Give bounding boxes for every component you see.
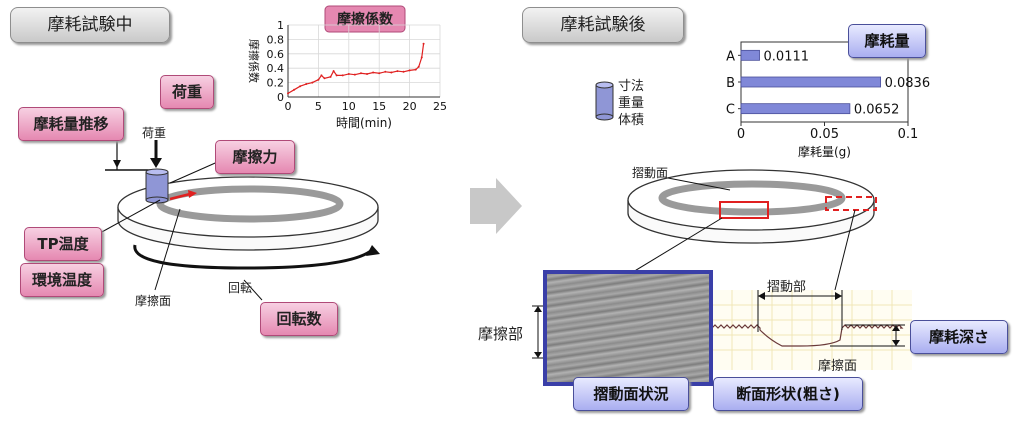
friction-data-point xyxy=(402,70,405,73)
cylinder-icon xyxy=(595,81,614,121)
left-ring-diagram xyxy=(99,140,380,301)
friction-x-axis-label: 時間(min) xyxy=(336,116,392,130)
load-label: 荷重 xyxy=(142,126,167,140)
wear-category-label: C xyxy=(726,103,735,118)
sliding-surface-label: 摺動面 xyxy=(632,166,669,180)
friction-surface-label-right: 摩擦面 xyxy=(818,359,858,374)
load-tag: 荷重 xyxy=(160,75,214,109)
friction-part-label: 摩擦部 xyxy=(478,325,524,343)
rotation-label: 回転 xyxy=(228,281,253,295)
friction-ytick-label: 0 xyxy=(277,91,284,104)
wear-bar xyxy=(740,103,851,115)
friction-ytick-label: 0.2 xyxy=(267,77,285,90)
wear-data-label: 0.0836 xyxy=(885,76,931,91)
wear-bar xyxy=(740,49,760,61)
friction-ytick-label: 1 xyxy=(277,19,284,32)
friction-xtick-label: 25 xyxy=(433,100,447,113)
tp-temp-tag: TP温度 xyxy=(24,227,102,261)
wear-category-label: B xyxy=(726,76,735,91)
legend-weight: 重量 xyxy=(618,96,645,111)
friction-data-point xyxy=(420,56,423,59)
wear-x-axis-label: 摩耗量(g) xyxy=(798,144,851,159)
rotations-tag: 回転数 xyxy=(260,302,338,336)
wear-data-label: 0.0111 xyxy=(764,49,810,64)
friction-data-point xyxy=(366,72,369,75)
friction-chart-title-box xyxy=(324,5,406,33)
friction-xtick-label: 0 xyxy=(285,100,292,113)
wear-depth-tag: 摩耗深さ xyxy=(910,320,1008,354)
friction-xtick-label: 20 xyxy=(403,100,417,113)
wear-xtick-label: 0.05 xyxy=(810,127,839,142)
friction-data-point xyxy=(323,77,326,80)
wear-xtick-label: 0.1 xyxy=(898,127,919,142)
sliding-surface-micrograph xyxy=(543,270,713,386)
transition-arrow-icon xyxy=(470,178,522,234)
friction-chart-title-badge: 摩擦係数 xyxy=(324,5,406,33)
friction-ytick-label: 0.6 xyxy=(267,48,285,61)
friction-data-point xyxy=(311,81,314,84)
friction-xtick-label: 10 xyxy=(342,100,356,113)
friction-data-point xyxy=(359,72,362,75)
friction-xtick-label: 15 xyxy=(372,100,386,113)
friction-data-point xyxy=(305,83,308,86)
surface-condition-tag: 摺動面状況 xyxy=(573,377,689,411)
friction-data-point xyxy=(390,71,393,74)
legend-dimension: 寸法 xyxy=(618,79,645,94)
legend-volume: 体積 xyxy=(618,113,645,128)
wear-category-label: A xyxy=(726,49,735,64)
left-section-title: 摩耗試験中 xyxy=(10,7,170,43)
friction-data-point xyxy=(335,74,338,77)
friction-data-point xyxy=(384,70,387,73)
cross-section-tag: 断面形状(粗さ) xyxy=(713,377,863,411)
friction-data-point xyxy=(347,72,350,75)
friction-y-axis-label: 摩擦係数 xyxy=(247,39,261,83)
wear-transition-tag: 摩耗量推移 xyxy=(18,107,124,141)
env-temp-tag: 環境温度 xyxy=(20,263,104,297)
friction-data-point xyxy=(372,71,375,74)
friction-data-point xyxy=(417,65,420,68)
friction-chart-title: 摩擦係数 xyxy=(337,11,394,28)
friction-data-point xyxy=(320,74,323,77)
friction-data-point xyxy=(299,85,302,88)
friction-xtick-label: 5 xyxy=(315,100,322,113)
friction-data-point xyxy=(408,69,411,72)
friction-data-point xyxy=(329,75,332,78)
sliding-part-label: 摺動部 xyxy=(767,280,807,295)
friction-data-point xyxy=(287,92,289,95)
friction-surface-label: 摩擦面 xyxy=(135,294,172,308)
friction-data-point xyxy=(341,74,344,77)
friction-data-point xyxy=(414,68,417,71)
friction-ytick-label: 0.8 xyxy=(267,33,285,46)
friction-data-point xyxy=(317,78,320,81)
wear-bar xyxy=(740,76,882,88)
wear-xtick-label: 0 xyxy=(737,127,745,142)
right-section-title: 摩耗試験後 xyxy=(522,7,684,43)
friction-data-point xyxy=(353,73,356,76)
friction-data-point xyxy=(293,88,296,91)
friction-force-tag: 摩擦力 xyxy=(215,140,295,174)
friction-data-point xyxy=(378,72,381,75)
friction-ytick-label: 0.4 xyxy=(267,62,285,75)
friction-data-point xyxy=(332,70,335,73)
wear-amount-tag: 摩耗量 xyxy=(848,24,926,58)
wear-data-label: 0.0652 xyxy=(854,103,900,118)
friction-data-point xyxy=(422,42,425,45)
friction-data-point xyxy=(396,70,399,73)
